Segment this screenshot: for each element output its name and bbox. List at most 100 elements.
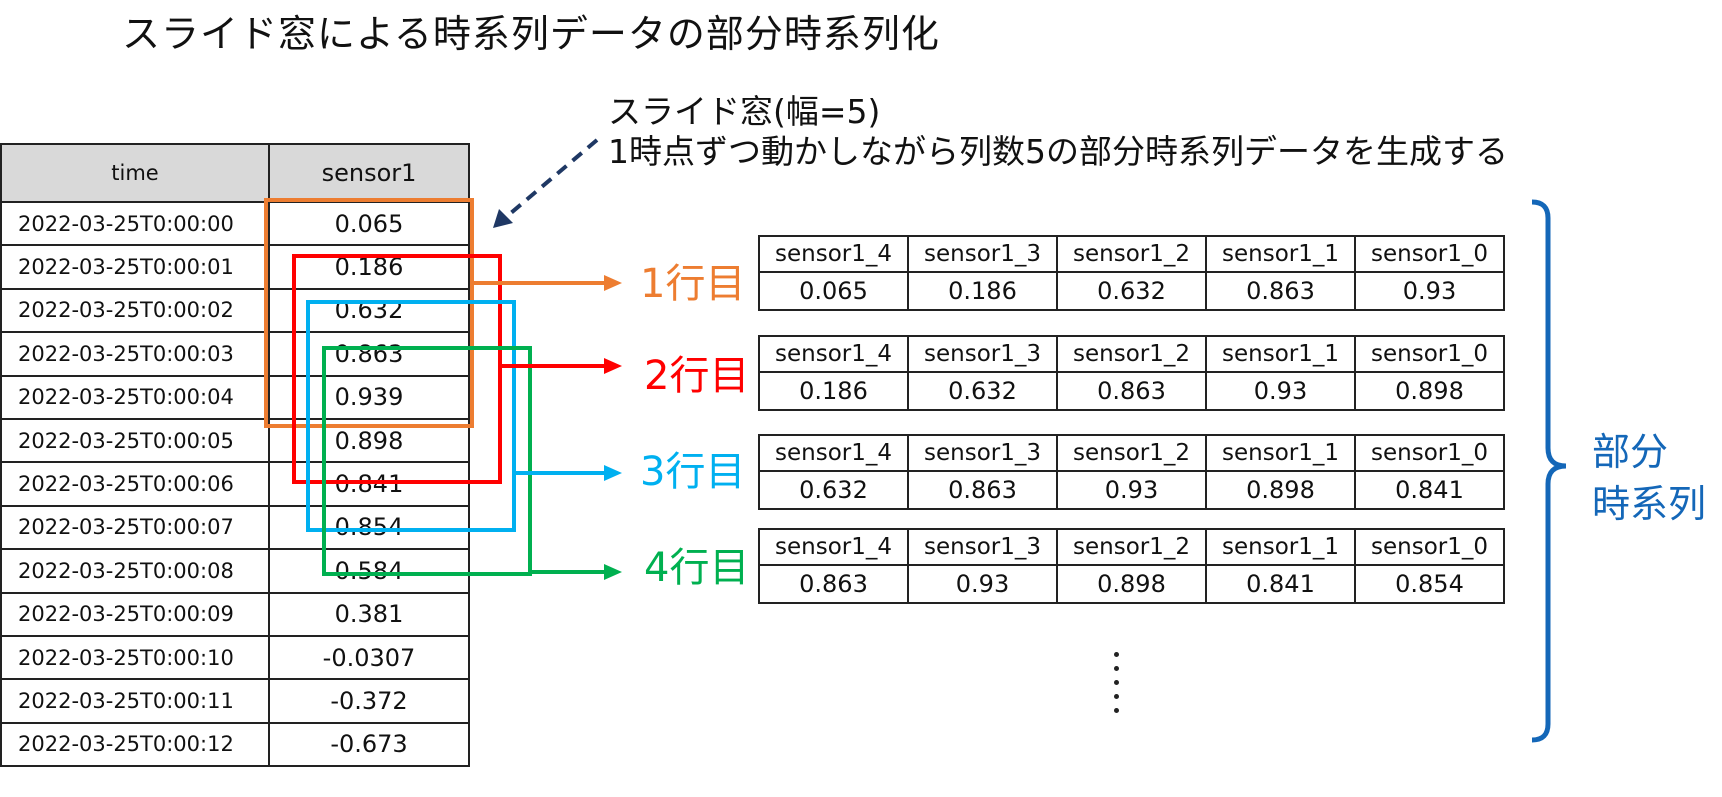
sensor-value-cell: -0.673 [268,721,470,768]
window-box-row1 [264,198,474,428]
brace-label: 部分 時系列 [1592,426,1706,530]
header-cell: sensor1_4 [758,528,909,566]
value-cell: 0.863 [907,470,1058,510]
header-cell: sensor1_0 [1354,528,1505,566]
header-cell: sensor1_2 [1056,528,1207,566]
header-cell: sensor1_4 [758,434,909,472]
header-cell: sensor1_1 [1205,235,1356,273]
note-arrow [503,138,599,220]
sensor-value-cell: -0.372 [268,678,470,724]
value-cell: 0.186 [907,271,1058,311]
note-arrowhead-icon [493,209,513,228]
header-cell: sensor1_1 [1205,528,1356,566]
sensor-value-cell: 0.584 [268,548,470,594]
value-cell: 0.863 [1205,271,1356,311]
value-cell: 0.93 [1354,271,1505,311]
value-cell: 0.93 [1205,371,1356,411]
header-cell: sensor1_4 [758,335,909,373]
value-cell: 0.841 [1354,470,1505,510]
time-cell: 2022-03-25T0:00:07 [0,504,270,551]
brace-label-line1: 部分 [1592,430,1669,474]
arrowhead-row1-icon [604,275,622,291]
value-cell: 0.854 [1354,564,1505,604]
header-cell: sensor1_4 [758,235,909,273]
row-label-2: 2行目 [644,353,750,399]
window-box-row2 [292,254,502,484]
sensor-value-cell: 0.939 [268,374,470,420]
sensor-value-cell: 0.381 [268,591,470,637]
column-header-sensor1: sensor1 [268,143,470,203]
table-header-row: time sensor1 [0,143,470,203]
time-cell: 2022-03-25T0:00:11 [0,678,270,724]
value-cell: 0.898 [1205,470,1356,510]
sensor-value-cell: 0.065 [268,200,470,247]
time-cell: 2022-03-25T0:00:04 [0,374,270,420]
table-row: 2022-03-25T0:00:10-0.0307 [0,634,470,681]
header-cell: sensor1_0 [1354,235,1505,273]
header-cell: sensor1_0 [1354,335,1505,373]
value-cell: 0.632 [758,470,909,510]
sensor-value-cell: -0.0307 [268,634,470,681]
vertical-ellipsis-icon [1114,652,1122,722]
header-cell: sensor1_2 [1056,235,1207,273]
value-cell: 0.632 [1056,271,1207,311]
time-cell: 2022-03-25T0:00:03 [0,331,270,377]
curly-brace-icon [1531,199,1567,743]
table-row: 2022-03-25T0:00:12-0.673 [0,721,470,768]
header-cell: sensor1_2 [1056,434,1207,472]
sensor-value-cell: 0.841 [268,461,470,507]
arrowhead-row3-icon [604,465,622,481]
time-cell: 2022-03-25T0:00:00 [0,200,270,247]
time-cell: 2022-03-25T0:00:12 [0,721,270,768]
value-cell: 0.93 [1056,470,1207,510]
table-row: 2022-03-25T0:00:11-0.372 [0,678,470,724]
window-box-row4 [322,346,532,576]
header-cell: sensor1_3 [907,528,1058,566]
sensor-value-cell: 0.186 [268,244,470,290]
time-cell: 2022-03-25T0:00:02 [0,287,270,334]
arrowhead-row2-icon [604,358,622,374]
window-box-row3 [306,300,516,532]
arrowhead-row4-icon [604,564,622,580]
value-cell: 0.065 [758,271,909,311]
time-cell: 2022-03-25T0:00:01 [0,244,270,290]
row-label-4: 4行目 [644,545,750,591]
header-cell: sensor1_1 [1205,434,1356,472]
time-cell: 2022-03-25T0:00:10 [0,634,270,681]
time-cell: 2022-03-25T0:00:06 [0,461,270,507]
header-cell: sensor1_3 [907,434,1058,472]
value-cell: 0.898 [1056,564,1207,604]
header-cell: sensor1_3 [907,335,1058,373]
value-cell: 0.632 [907,371,1058,411]
value-cell: 0.186 [758,371,909,411]
value-cell: 0.93 [907,564,1058,604]
time-cell: 2022-03-25T0:00:09 [0,591,270,637]
sensor-value-cell: 0.863 [268,331,470,377]
value-cell: 0.863 [758,564,909,604]
header-cell: sensor1_3 [907,235,1058,273]
column-header-time: time [0,143,270,203]
note-line2: 1時点ずつ動かしながら列数5の部分時系列データを生成する [608,132,1508,171]
time-cell: 2022-03-25T0:00:05 [0,417,270,464]
header-cell: sensor1_0 [1354,434,1505,472]
sliding-window-note: スライド窓(幅=5) 1時点ずつ動かしながら列数5の部分時系列データを生成する [608,92,1508,172]
time-cell: 2022-03-25T0:00:08 [0,548,270,594]
value-cell: 0.841 [1205,564,1356,604]
sensor-value-cell: 0.632 [268,287,470,334]
row-label-3: 3行目 [640,449,746,495]
value-cell: 0.898 [1354,371,1505,411]
page-title: スライド窓による時系列データの部分時系列化 [122,12,940,56]
sensor-value-cell: 0.854 [268,504,470,551]
note-line1: スライド窓(幅=5) [608,92,881,131]
brace-label-line2: 時系列 [1592,482,1707,526]
